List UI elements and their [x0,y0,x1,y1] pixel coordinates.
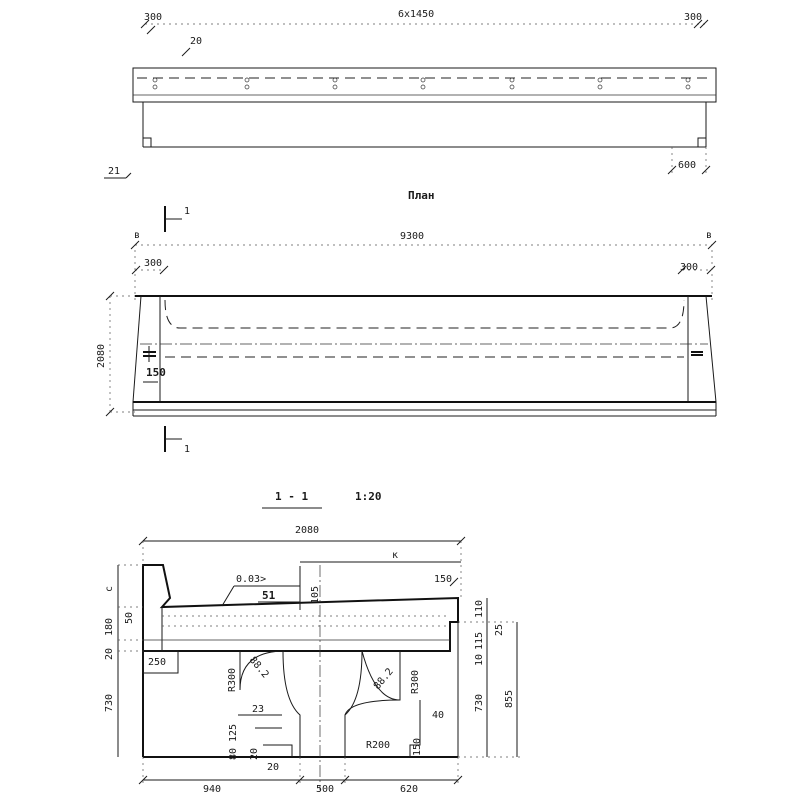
dim-51: 51 [262,589,276,602]
dim-40: 40 [432,710,444,721]
hole-icon [509,77,515,83]
hole-icon [597,84,603,90]
dim-105: 105 [310,586,321,604]
dim-500: 500 [316,784,334,795]
dim-50: 50 [124,612,135,624]
section-k-label: к [392,550,398,561]
radius-right: R300 [410,670,421,694]
dim-10: 10 [474,654,485,666]
section-width-dim: 2080 [295,525,319,536]
dim-250: 250 [148,657,166,668]
plan-small-dim: 150 [146,366,166,379]
hidden-edge [164,299,685,329]
left-web [282,650,301,757]
section-view: 1 - 1 1:20 2080 к 0.03 [104,490,520,795]
section-title: 1 - 1 [275,490,308,503]
elevation-right-offset: 300 [684,12,702,23]
dim-855: 855 [504,690,515,708]
section-mark-top: 1 [184,206,190,217]
dim-730-right: 730 [474,694,485,712]
elevation-bottom-dim: 600 [678,160,696,171]
hole-icon [685,77,691,83]
plan-left-offset: 300 [144,258,162,269]
dim-150-top: 150 [434,574,452,585]
hole-icon [152,84,158,90]
dim-125: 125 [228,724,239,742]
radius-left: R300 [227,668,238,692]
elevation-slab [132,67,717,103]
hole-icon [332,77,338,83]
dim-180: 180 [104,618,115,636]
dim-c: с [104,586,115,592]
angle-left: 88.2 [247,655,271,681]
plan-span-dim: 9300 [400,231,424,242]
section-scale: 1:20 [355,490,382,503]
dim-20-bottom-b: 20 [267,762,279,773]
dim-80: 80 [228,748,239,760]
hole-icon [244,84,250,90]
dim-110: 110 [474,600,485,618]
dim-620: 620 [400,784,418,795]
dim-25: 25 [494,624,505,636]
section-mark-bottom: 1 [184,444,190,455]
plan-right-offset: 300 [680,262,698,273]
dim-150-bottom: 150 [412,738,423,756]
angle-right: 88.2 [372,666,396,692]
anchor-holes [152,77,691,90]
hole-icon [509,84,515,90]
dim-940: 940 [203,784,221,795]
elevation-callout: 21 [108,166,120,177]
hole-icon [685,84,691,90]
dim-20-left: 20 [104,648,115,660]
dim-115: 115 [474,632,485,650]
view-letter-right: в [706,230,712,241]
elevation-left-offset: 300 [144,12,162,23]
hole-icon [152,77,158,83]
hole-icon [420,77,426,83]
view-letter-left: в [134,230,140,241]
elevation-overall-dim: 6x1450 [398,9,434,20]
section-slope: 0.03> [236,574,266,585]
hole-icon [332,84,338,90]
hole-icon [597,77,603,83]
plan-title: План [408,189,435,202]
elevation-view: 300 6x1450 300 20 600 21 [104,9,717,179]
plan-view: План 1 в в 9300 300 300 2080 [96,189,717,455]
elevation-top-dim: 20 [190,36,202,47]
plan-height-dim: 2080 [96,344,107,368]
hole-icon [420,84,426,90]
dim-23: 23 [252,704,264,715]
hole-icon [244,77,250,83]
dim-20-bottom-a: 20 [249,748,260,760]
dim-730-left: 730 [104,694,115,712]
radius-200: R200 [366,740,390,751]
